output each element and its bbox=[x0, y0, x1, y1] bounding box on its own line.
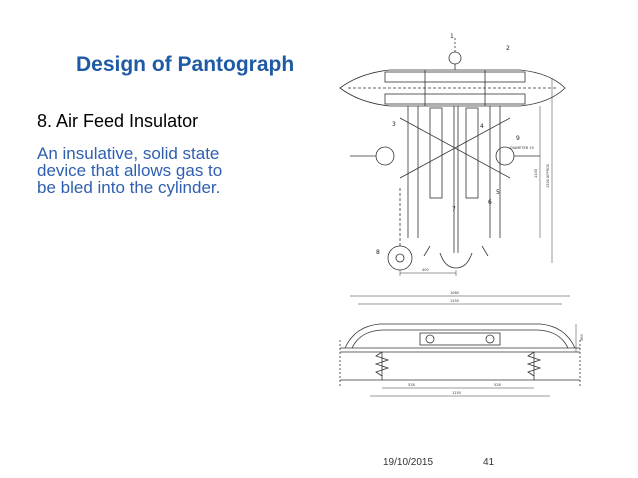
dim-ball-dia: DIAMETER 19 bbox=[510, 146, 534, 150]
dim-bottom-left: 528 bbox=[408, 383, 415, 387]
callout-8: 8 bbox=[376, 249, 380, 256]
callout-2: 2 bbox=[506, 45, 510, 52]
dim-base-width: 400 bbox=[422, 268, 429, 272]
body-line: An insulative, solid state bbox=[37, 144, 220, 163]
callout-4: 4 bbox=[480, 123, 484, 130]
callout-1: 1 bbox=[450, 33, 454, 40]
dim-side-height: 360 bbox=[580, 334, 584, 341]
slide-title: Design of Pantograph bbox=[76, 53, 295, 76]
dim-mid-width: 1250 bbox=[450, 299, 459, 303]
dim-bottom-right: 528 bbox=[494, 383, 501, 387]
pantograph-technical-drawing: 1 2 3 4 5 6 7 8 9 DIAMETER 19 1100 1300 … bbox=[339, 33, 584, 397]
body-text: An insulative, solid state device that a… bbox=[37, 145, 282, 196]
callout-5: 5 bbox=[496, 189, 500, 196]
dim-overall-bottom: 1250 bbox=[452, 391, 461, 395]
footer-date: 19/10/2015 bbox=[383, 457, 434, 468]
dimension-lines bbox=[399, 78, 553, 276]
top-frame-drawing bbox=[339, 38, 566, 107]
dim-top-width: 1080 bbox=[450, 291, 459, 295]
dim-height-2: 1300 APPROX bbox=[546, 163, 550, 188]
section-heading: 8. Air Feed Insulator bbox=[37, 111, 199, 131]
body-line: device that allows gas to bbox=[37, 161, 223, 180]
mast-drawing bbox=[350, 106, 540, 271]
callout-9: 9 bbox=[516, 135, 520, 142]
callout-7: 7 bbox=[452, 206, 456, 213]
body-line: be bled into the cylinder. bbox=[37, 178, 221, 197]
callout-6: 6 bbox=[488, 199, 492, 206]
page-number: 41 bbox=[483, 457, 495, 468]
dim-height-1: 1100 bbox=[534, 169, 538, 178]
side-view-drawing bbox=[339, 295, 581, 397]
callout-3: 3 bbox=[392, 121, 396, 128]
